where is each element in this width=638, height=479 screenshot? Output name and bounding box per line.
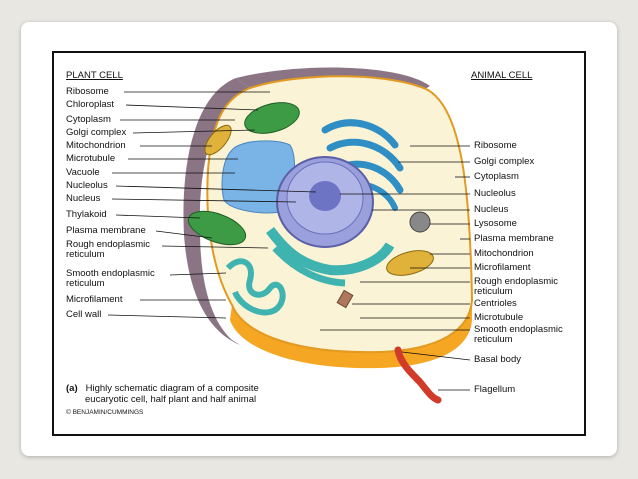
flagellum-shape [394, 346, 442, 404]
left-label-ribosome: Ribosome [66, 86, 109, 97]
left-label-golgi: Golgi complex [66, 127, 127, 138]
left-label-plasma-membrane: Plasma membrane [66, 225, 146, 236]
rough-er-2 [272, 245, 346, 287]
publisher-credit: © BENJAMIN/CUMMINGS [66, 409, 144, 416]
right-label-smooth-er: Smooth endoplasmic reticulum [474, 324, 563, 345]
right-label-nucleolus: Nucleolus [474, 188, 516, 199]
mitochondrion-right [386, 250, 434, 276]
figure-caption: (a) Highly schematic diagram of a composi… [66, 383, 259, 405]
cell-wall [183, 78, 250, 345]
mitochondrion-left [204, 124, 232, 156]
right-label-basal-body: Basal body [474, 354, 522, 365]
lysosome-shape [409, 211, 431, 233]
animal-cell-heading: ANIMAL CELL [471, 70, 533, 81]
plant-cell-heading: PLANT CELL [66, 70, 123, 81]
left-label-thylakoid: Thylakoid [66, 209, 107, 220]
left-label-cell-wall: Cell wall [66, 309, 102, 320]
left-label-vacuole: Vacuole [66, 167, 100, 178]
right-label-cytoplasm: Cytoplasm [474, 171, 519, 182]
left-label-rough-er: Rough endoplasmic reticulum [66, 239, 150, 260]
caption-line-1: Highly schematic diagram of a composite [85, 383, 259, 394]
left-label-microfilament: Microfilament [66, 294, 123, 305]
caption-tag: (a) [66, 383, 78, 394]
left-label-chloroplast: Chloroplast [66, 99, 115, 110]
right-label-rough-er: Rough endoplasmic reticulum [474, 276, 558, 297]
right-label-microtubule: Microtubule [474, 312, 524, 323]
right-label-centrioles: Centrioles [474, 298, 517, 309]
left-label-mitochondrion: Mitochondrion [66, 140, 126, 151]
rough-er [266, 226, 395, 276]
right-label-flagellum: Flagellum [474, 384, 516, 395]
right-label-mitochondrion: Mitochondrion [474, 248, 534, 259]
left-label-cytoplasm: Cytoplasm [66, 114, 111, 125]
left-label-nucleolus: Nucleolus [66, 180, 108, 191]
right-label-plasma-membrane: Plasma membrane [474, 233, 554, 244]
golgi-stack-2 [326, 138, 404, 172]
right-label-golgi: Golgi complex [474, 156, 535, 167]
right-leader-lines [320, 145, 471, 391]
left-label-microtubule: Microtubule [66, 153, 116, 164]
golgi-stack-1 [321, 119, 399, 149]
left-label-nucleus: Nucleus [66, 193, 101, 204]
nucleolus-shape [309, 181, 341, 211]
right-label-microfilament: Microfilament [474, 262, 531, 273]
centrioles-shape [336, 289, 354, 309]
caption-line-2: eucaryotic cell, half plant and half ani… [85, 394, 257, 405]
left-label-smooth-er: Smooth endoplasmic reticulum [66, 268, 155, 289]
left-leader-lines [107, 91, 317, 319]
right-label-lysosome: Lysosome [474, 218, 517, 229]
right-label-ribosome: Ribosome [474, 140, 517, 151]
right-label-nucleus: Nucleus [474, 204, 509, 215]
plasma-membrane-base [230, 300, 472, 369]
cell-wall-top [236, 67, 430, 92]
smooth-er [225, 258, 286, 316]
chloroplast-top [244, 102, 300, 134]
